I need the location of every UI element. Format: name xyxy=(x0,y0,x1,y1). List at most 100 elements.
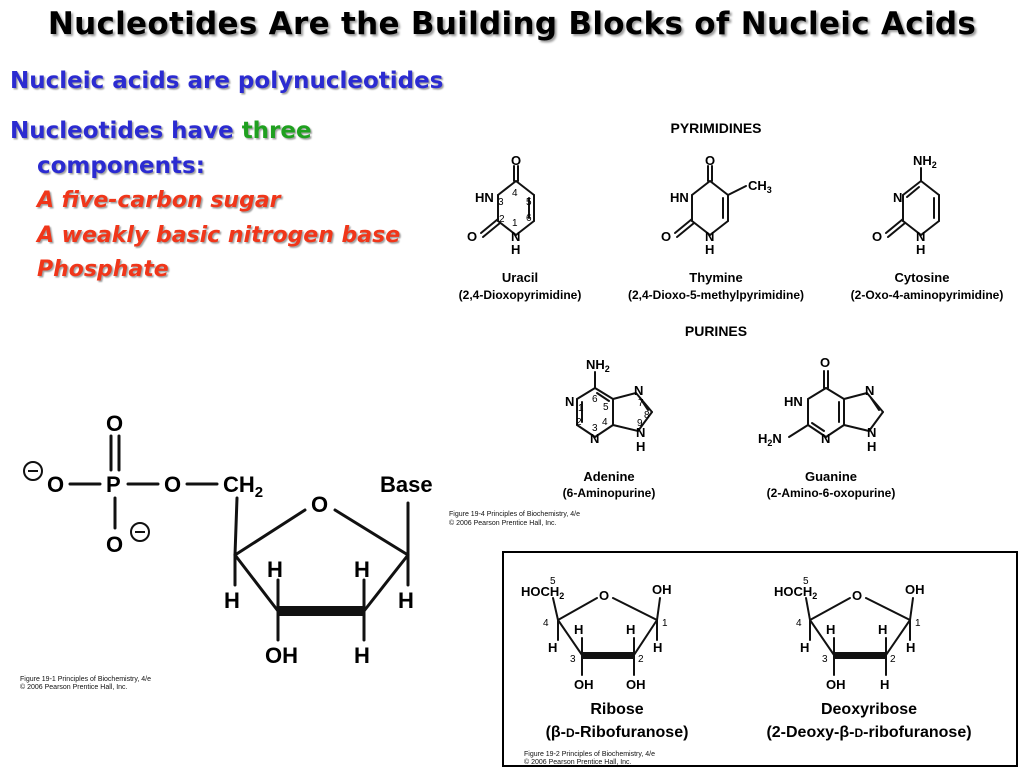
hoch2-label: HOCH2 xyxy=(774,584,817,601)
deoxyribose-numbers: 5 4 1 3 2 xyxy=(796,576,921,665)
negative-charge-icon xyxy=(130,522,150,542)
deoxyribose-thick-bond xyxy=(834,652,886,659)
ring-number: 2 xyxy=(576,417,582,428)
deoxyribose-name: Deoxyribose xyxy=(821,701,917,718)
ring-number: 3 xyxy=(498,197,504,208)
sub-nitrogen-base: A weakly basic nitrogen base xyxy=(37,223,401,248)
ring-number: 4 xyxy=(543,618,549,629)
thymine-desc: (2,4-Dioxo-5-methylpyrimidine) xyxy=(628,288,804,302)
atom-label: H xyxy=(653,640,662,655)
ring-number: 1 xyxy=(578,403,584,414)
ring-number: 2 xyxy=(499,214,505,225)
ring-number: 2 xyxy=(638,654,644,665)
methyl-label: CH3 xyxy=(748,178,772,195)
cytosine-desc: (2-Oxo-4-aminopyrimidine) xyxy=(851,288,1004,302)
ring-number: 9 xyxy=(637,418,643,429)
ring-oxygen-label: O xyxy=(311,492,328,517)
atom-label: O xyxy=(164,472,181,497)
fig192-caption-line1: Figure 19-2 Principles of Biochemistry, … xyxy=(524,751,655,758)
atom-label: N xyxy=(634,383,643,398)
fig191-caption-line2: © 2006 Pearson Prentice Hall, Inc. xyxy=(20,683,128,691)
negative-charge-icon xyxy=(23,461,43,481)
adenine-name: Adenine xyxy=(583,469,634,484)
atom-label: O xyxy=(872,229,882,244)
nucleotide-thick-bond xyxy=(278,606,364,616)
bullet-text: Nucleotides have xyxy=(10,118,242,144)
atom-label: O xyxy=(467,229,477,244)
atom-label: H xyxy=(906,640,915,655)
oh-label: OH xyxy=(265,643,298,668)
atom-label: O xyxy=(511,153,521,168)
atom-label: H xyxy=(354,557,370,582)
atom-label: P xyxy=(106,472,121,497)
atom-label: N xyxy=(865,383,874,398)
deoxyribose-ring xyxy=(805,597,914,676)
ring-number: 7 xyxy=(638,398,644,409)
pyrimidines-heading: PYRIMIDINES xyxy=(670,120,761,136)
bullet-text: Nucleic acids are polynucleotides xyxy=(10,68,444,94)
fig191-caption-line1: Figure 19-1 Principles of Biochemistry, … xyxy=(20,676,151,683)
nucleotide-structure xyxy=(68,434,410,642)
atom-label: HN xyxy=(475,190,494,205)
atom-label: H xyxy=(880,677,889,692)
atom-label: O xyxy=(106,532,123,557)
ring-number: 3 xyxy=(592,423,598,434)
adenine-labels: NH2 N N N N H xyxy=(565,357,645,454)
thymine-labels: O HN O N H CH3 xyxy=(661,153,772,257)
atom-label: HN xyxy=(670,190,689,205)
slide-title: Nucleotides Are the Building Blocks of N… xyxy=(47,6,977,42)
atom-label: H xyxy=(878,622,887,637)
cytosine-labels: NH2 N O N H xyxy=(872,153,937,257)
ring-number: 1 xyxy=(512,218,518,229)
atom-label: H xyxy=(267,557,283,582)
ring-number: 8 xyxy=(644,410,650,421)
atom-label: N xyxy=(867,425,876,440)
ring-number: 6 xyxy=(526,213,532,224)
atom-label: H xyxy=(398,588,414,613)
atom-label: O xyxy=(661,229,671,244)
atom-label: N xyxy=(821,431,830,446)
atom-label: H xyxy=(916,242,925,257)
amino-label: NH2 xyxy=(586,357,610,374)
deoxyribose-desc: (2-Deoxy-β-D-ribofuranose) xyxy=(766,724,971,741)
atom-label: H xyxy=(574,622,583,637)
uracil-name: Uracil xyxy=(502,270,538,285)
adenine-numbers: 1 2 3 4 5 6 7 8 9 xyxy=(576,394,650,434)
ring-number: 1 xyxy=(662,618,668,629)
atom-label: N xyxy=(636,425,645,440)
fig194-caption-line2: © 2006 Pearson Prentice Hall, Inc. xyxy=(449,519,557,527)
adenine-ring xyxy=(576,371,653,438)
oh-label: OH xyxy=(652,582,672,597)
ribose-ring xyxy=(552,597,661,676)
atom-label: H xyxy=(354,643,370,668)
atom-label: HN xyxy=(784,394,803,409)
atom-label: H xyxy=(826,622,835,637)
atom-label: H xyxy=(867,439,876,454)
bullet-components-line: components: xyxy=(37,153,205,179)
ribose-name: Ribose xyxy=(590,701,643,718)
sugar-figure-box xyxy=(502,551,1018,767)
base-label: Base xyxy=(380,472,433,497)
ring-number: 4 xyxy=(796,618,802,629)
cytosine-ring xyxy=(885,167,940,238)
thymine-ring xyxy=(674,165,747,238)
atom-label: O xyxy=(47,472,64,497)
atom-label: O xyxy=(852,588,862,603)
atom-label: N xyxy=(565,394,574,409)
atom-label: N xyxy=(893,190,902,205)
ch2-label: CH2 xyxy=(223,472,263,501)
cytosine-name: Cytosine xyxy=(895,270,950,285)
guanine-labels: O HN H2N N N N H xyxy=(758,355,876,454)
thymine-name: Thymine xyxy=(689,270,742,285)
bullet-highlight: three xyxy=(241,118,312,144)
ribose-numbers: 5 4 1 3 2 xyxy=(543,576,668,665)
atom-label: O xyxy=(599,588,609,603)
nucleotide-labels: O O P O CH2 O Base O H H H H OH H xyxy=(47,411,433,668)
guanine-desc: (2-Amino-6-oxopurine) xyxy=(767,486,896,500)
atom-label: N xyxy=(705,229,714,244)
ring-number: 1 xyxy=(915,618,921,629)
ring-number: 6 xyxy=(592,394,598,405)
atom-label: H xyxy=(626,622,635,637)
atom-label: H xyxy=(548,640,557,655)
bullet-polynucleotides: Nucleic acids are polynucleotides xyxy=(10,68,443,94)
